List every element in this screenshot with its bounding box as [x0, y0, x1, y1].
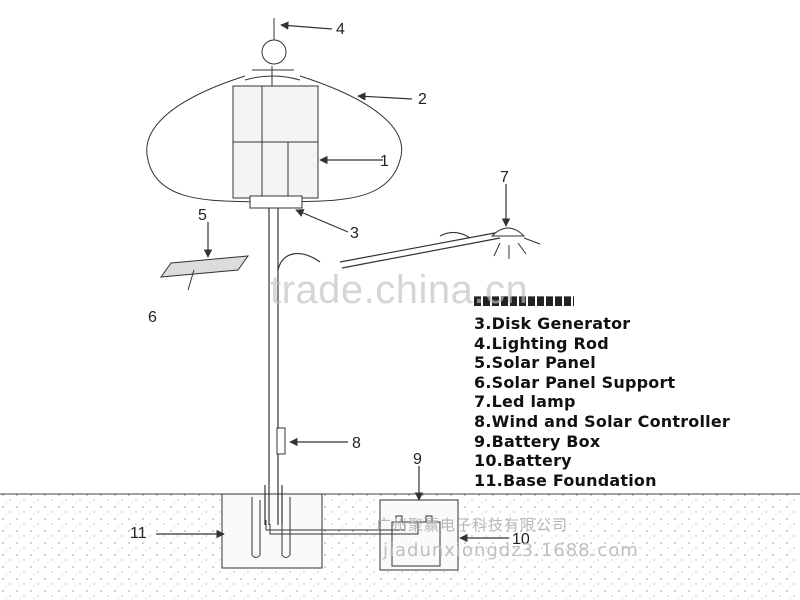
legend-item: 10.Battery — [474, 451, 572, 471]
callout-numbers: 1 2 3 4 5 6 7 8 9 10 11 — [130, 21, 530, 548]
legend-item: 5.Solar Panel — [474, 353, 596, 373]
watermark-url: jiadunxiongdz3.1688.com — [383, 540, 639, 561]
lighting-rod — [261, 18, 287, 65]
callout-7: 7 — [500, 169, 509, 186]
callout-9: 9 — [413, 451, 422, 468]
legend-cut-line — [474, 296, 574, 306]
callout-5: 5 — [198, 207, 207, 224]
legend-item: 3.Disk Generator — [474, 314, 631, 333]
base-foundation — [221, 493, 323, 569]
lamp-arm — [277, 231, 501, 271]
pole — [264, 208, 283, 525]
callout-3: 3 — [350, 225, 359, 242]
callout-11: 11 — [130, 525, 147, 542]
legend-item: 4.Lighting Rod — [474, 333, 609, 353]
controller — [276, 427, 286, 455]
callout-10: 10 — [512, 531, 530, 548]
legend-item: 11.Base Foundation — [474, 470, 657, 490]
watermark-site: trade.china.cn — [270, 268, 529, 312]
wind-turbine — [146, 66, 403, 209]
callout-8: 8 — [352, 435, 361, 452]
callout-2: 2 — [418, 91, 427, 108]
legend-item: 6.Solar Panel Support — [474, 372, 676, 392]
parts-legend: 3.Disk Generator 4.Lighting Rod 5.Solar … — [474, 314, 730, 490]
watermark-company: 广州聚赢电子科技有限公司 — [376, 516, 569, 534]
callout-6: 6 — [148, 309, 157, 326]
callout-1: 1 — [380, 153, 389, 170]
legend-item: 7.Led lamp — [474, 392, 576, 412]
solar-panel — [159, 255, 250, 291]
led-lamp — [490, 227, 541, 259]
callout-arrows — [156, 21, 511, 543]
legend-item: 8.Wind and Solar Controller — [474, 411, 730, 431]
battery-box — [379, 499, 459, 571]
cable — [265, 520, 419, 535]
legend-item: 9.Battery Box — [474, 431, 601, 451]
callout-4: 4 — [336, 21, 345, 38]
